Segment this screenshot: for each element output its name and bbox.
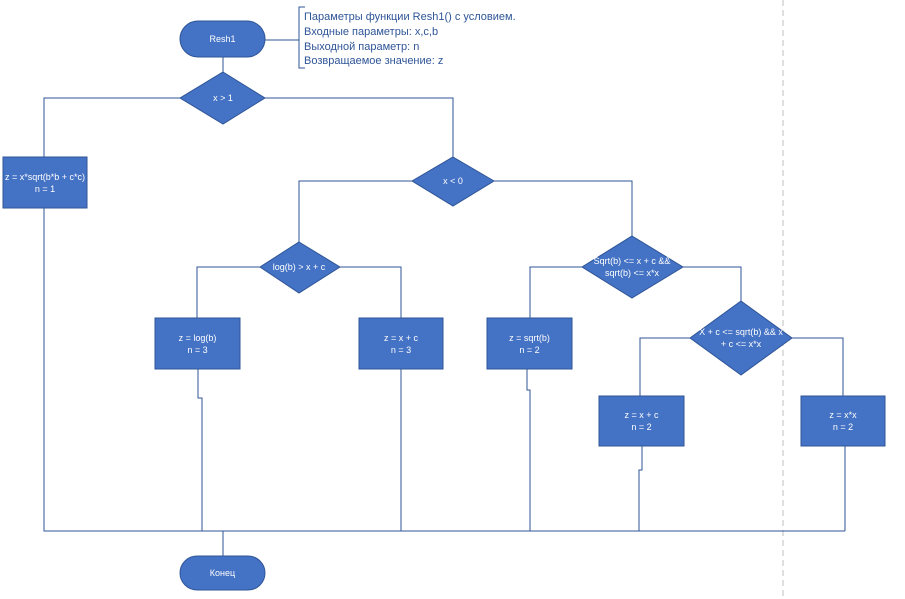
decision-log-b-label: log(b) > x + c [273, 262, 326, 272]
process-z-x-times-x-line-1: z = x*x [829, 410, 857, 420]
connector-d3-yes [196, 266, 260, 318]
process-z-x-times-x-line-2: n = 2 [833, 422, 853, 432]
start-label: Resh1 [209, 34, 235, 44]
connector-p2-merge [197, 369, 203, 531]
connector-d3-no [340, 266, 402, 318]
process-z-x-plus-c-n2-line-1: z = x + c [624, 410, 659, 420]
decision-sqrt-b-label-2: sqrt(b) <= x*x [605, 268, 660, 278]
connector-d4-yes [529, 266, 582, 318]
connector-d2-yes [298, 180, 412, 242]
connector-p4-merge [526, 369, 531, 531]
decision-x-gt-1[interactable]: x > 1 [179, 71, 266, 125]
connector-p5-merge [638, 446, 643, 531]
decision-x-lt-0-label: x < 0 [443, 176, 463, 186]
decision-x-plus-c[interactable]: X + c <= sqrt(b) && x + c <= x*x [689, 300, 793, 376]
end-label: Конец [210, 568, 235, 578]
process-z-log-b-line-1: z = log(b) [179, 333, 217, 343]
start-terminator[interactable]: Resh1 [179, 20, 266, 58]
process-z-x-plus-c-n3[interactable]: z = x + c n = 3 [358, 317, 444, 370]
decision-x-plus-c-label-2: + c <= x*x [721, 339, 762, 349]
process-z-x-sqrt[interactable]: z = x*sqrt(b*b + c*c) n = 1 [2, 156, 88, 209]
note-line-1: Параметры функции Resh1() с условием. [304, 11, 516, 23]
connectors [43, 57, 846, 556]
decision-x-lt-0[interactable]: x < 0 [411, 156, 495, 207]
process-z-sqrt-b[interactable]: z = sqrt(b) n = 2 [486, 317, 573, 370]
note-line-3: Выходной параметр: n [304, 41, 419, 53]
end-terminator[interactable]: Конец [179, 555, 266, 591]
connector-d5-no [792, 337, 844, 396]
decision-sqrt-b[interactable]: Sqrt(b) <= x + c && sqrt(b) <= x*x [581, 235, 684, 299]
connector-d1-yes [43, 97, 180, 157]
note-line-2: Входные параметры: x,c,b [304, 26, 438, 38]
decision-log-b[interactable]: log(b) > x + c [259, 241, 341, 294]
decision-x-plus-c-label-1: X + c <= sqrt(b) && x [699, 327, 783, 337]
connector-d1-no [265, 97, 454, 162]
process-z-x-times-x[interactable]: z = x*x n = 2 [800, 395, 886, 447]
decision-x-gt-1-label: x > 1 [213, 93, 233, 103]
process-z-x-plus-c-n3-line-2: n = 3 [391, 345, 411, 355]
note-bracket [298, 6, 305, 69]
process-z-x-plus-c-n3-line-1: z = x + c [384, 333, 419, 343]
process-z-x-sqrt-line-1: z = x*sqrt(b*b + c*c) [5, 172, 85, 182]
note-line-4: Возвращаемое значение: z [304, 55, 443, 67]
process-z-sqrt-b-line-2: n = 2 [519, 345, 539, 355]
connector-d5-yes [639, 337, 690, 396]
note: Параметры функции Resh1() с условием. Вх… [304, 11, 516, 67]
connector-merge-bus [43, 208, 845, 532]
process-z-x-plus-c-n2[interactable]: z = x + c n = 2 [598, 395, 685, 447]
connector-d2-no [494, 180, 633, 237]
process-z-x-plus-c-n2-line-2: n = 2 [631, 422, 651, 432]
process-z-sqrt-b-line-1: z = sqrt(b) [509, 333, 550, 343]
connector-d4-no [683, 266, 742, 302]
process-z-log-b-line-2: n = 3 [187, 345, 207, 355]
process-z-x-sqrt-line-2: n = 1 [35, 184, 55, 194]
process-z-log-b[interactable]: z = log(b) n = 3 [154, 317, 241, 370]
decision-sqrt-b-label-1: Sqrt(b) <= x + c && [594, 256, 671, 266]
